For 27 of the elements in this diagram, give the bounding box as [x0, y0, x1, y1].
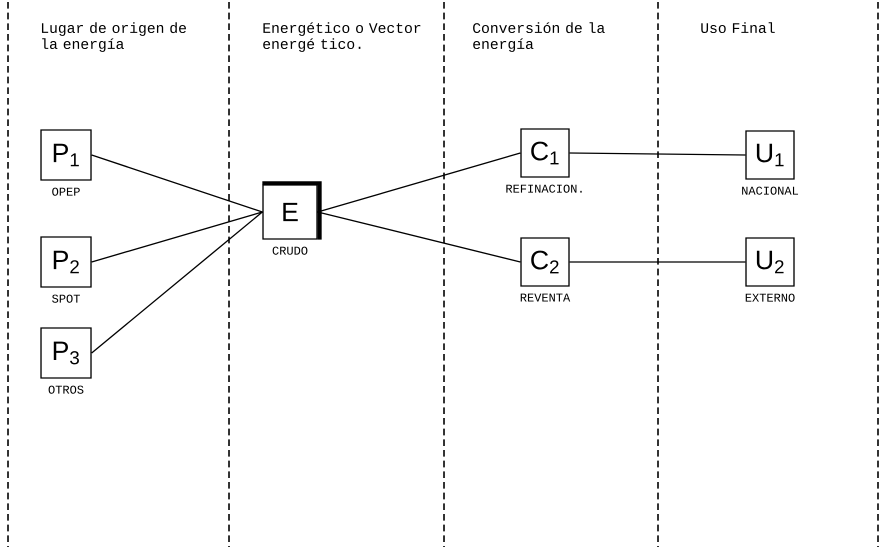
- process-box: U$_{2}$: [745, 237, 795, 287]
- node-caption: SPOT: [52, 294, 80, 303]
- column-heading: Energético o Vector energé tico.: [263, 22, 420, 52]
- connector-line: [91, 211, 263, 354]
- column-heading: Uso Final: [701, 22, 775, 34]
- node-caption: EXTERNO: [746, 294, 795, 302]
- node-caption: CRUDO: [272, 246, 308, 255]
- connector-line: [317, 152, 521, 213]
- process-box: C$_{2}$: [520, 237, 570, 287]
- connector-line: [570, 152, 746, 156]
- process-box: P$_{2}$: [40, 236, 92, 288]
- process-box: C$_{1}$: [520, 128, 570, 178]
- connector-line: [91, 154, 263, 213]
- connector-line: [318, 211, 520, 263]
- connector-line: [570, 261, 746, 263]
- node-caption: OPEP: [52, 188, 80, 196]
- process-box: P$_{1}$: [40, 129, 92, 181]
- connector-line: [91, 211, 263, 263]
- column-heading: Conversión de la energía: [473, 22, 605, 52]
- node-caption: REFINACION.: [506, 184, 582, 193]
- node-caption: NACIONAL: [742, 186, 798, 195]
- process-box: U$_{1}$: [745, 130, 795, 180]
- process-box: P$_{3}$: [40, 327, 92, 379]
- node-caption: OTROS: [48, 386, 84, 394]
- column-heading: Lugar de origen de la energía: [42, 22, 186, 52]
- node-caption: REVENTA: [520, 294, 570, 302]
- process-box: E: [262, 181, 322, 240]
